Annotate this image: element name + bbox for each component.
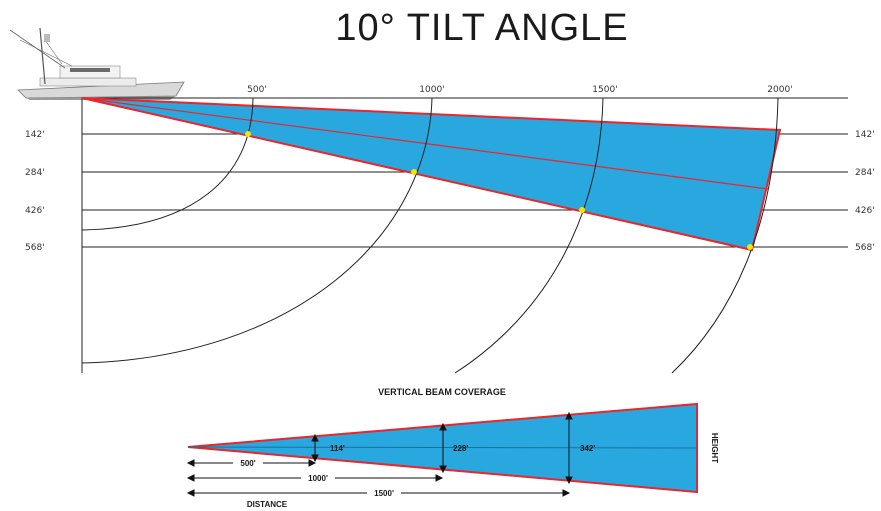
range-arc-1000 (81, 97, 433, 364)
distance-arrow-500: 500' (240, 459, 255, 468)
beam-centerline (81, 97, 769, 190)
intersection-markers (245, 131, 753, 250)
coverage-height-228: 228' (453, 444, 468, 453)
distance-label-1500: 1500' (592, 85, 617, 95)
distance-label-500: 500' (247, 85, 267, 95)
height-caption: HEIGHT (710, 433, 719, 463)
marker-1000 (411, 169, 417, 175)
marker-2000 (747, 244, 753, 250)
marker-1500 (579, 207, 585, 213)
diagram-title: 10° TILT ANGLE (335, 7, 628, 49)
depth-label-right-568: 568' (855, 243, 875, 253)
depth-label-left-568: 568' (25, 243, 45, 253)
range-arcs (81, 97, 779, 374)
coverage-height-342: 342' (580, 444, 595, 453)
range-arc-1500 (454, 97, 604, 374)
depth-label-right-284: 284' (855, 168, 875, 178)
marker-500 (245, 131, 251, 137)
distance-arrow-1500: 1500' (374, 489, 394, 498)
range-arc-500 (81, 97, 254, 231)
coverage-height-114: 114' (330, 444, 345, 453)
distance-caption: DISTANCE (247, 500, 288, 509)
distance-arrow-1000: 1000' (308, 474, 328, 483)
boat-illustration (9, 27, 185, 100)
depth-label-right-142: 142' (855, 130, 875, 140)
beam-coverage-caption: VERTICAL BEAM COVERAGE (378, 387, 506, 397)
sonar-beam (81, 97, 782, 252)
distance-label-1000: 1000' (419, 85, 444, 95)
distance-label-2000: 2000' (767, 85, 792, 95)
depth-label-left-142: 142' (25, 130, 45, 140)
range-arc-2000 (671, 97, 779, 374)
depth-label-left-426: 426' (25, 206, 45, 216)
depth-label-left-284: 284' (25, 168, 45, 178)
height-arrows (311, 411, 573, 485)
depth-label-right-426: 426' (855, 206, 875, 216)
